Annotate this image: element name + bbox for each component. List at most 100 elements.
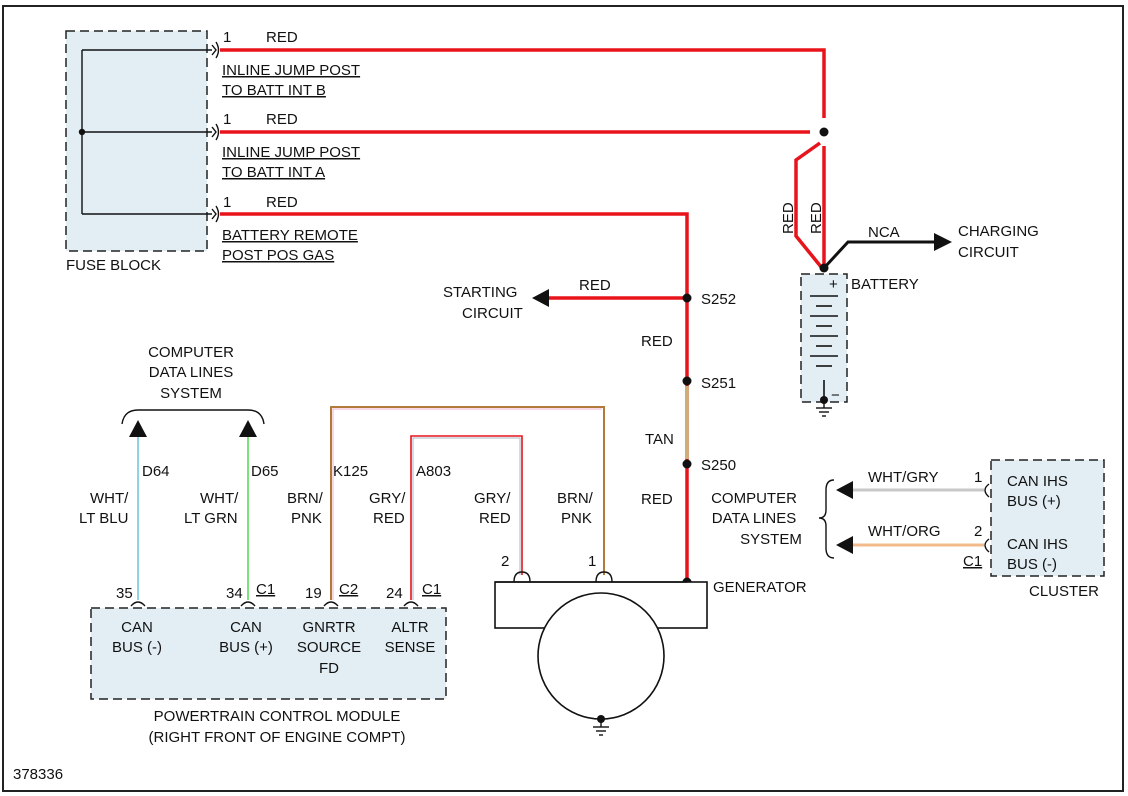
cluster-connector-id: C1: [963, 553, 982, 570]
starting-arrow-icon: [532, 289, 549, 307]
up-arrow-icon: [239, 420, 257, 437]
wire-color-2: PNK: [561, 510, 592, 527]
pcm-pin-label: GNRTR: [302, 619, 355, 636]
pin-number: 1: [223, 111, 231, 128]
wire-color-label: RED: [266, 29, 298, 46]
cluster-pin-number: 2: [974, 523, 982, 540]
pcm-connector-id: C1: [256, 581, 275, 598]
wire-color-2: PNK: [291, 510, 322, 527]
wire-color-label: RED: [641, 491, 673, 508]
starting-line1: STARTING: [443, 284, 517, 301]
up-arrow-icon: [129, 420, 147, 437]
splice-dot: [682, 459, 692, 469]
wire-color-2: LT GRN: [184, 510, 238, 527]
connector-name-line2: POST POS GAS: [222, 247, 334, 264]
charging-wire-label: NCA: [868, 224, 900, 241]
generator: 2 1 GENERATOR: [494, 553, 807, 736]
pin-number: 1: [223, 194, 231, 211]
data-lines-line3: SYSTEM: [740, 531, 802, 548]
fuse-circuit-a: 1 RED INLINE JUMP POST TO BATT INT A: [222, 111, 360, 181]
splice-label-s252: S252: [701, 291, 736, 308]
cluster-pin-label: CAN IHS: [1007, 473, 1068, 490]
data-lines-line1: COMPUTER: [148, 344, 234, 361]
generator-label: GENERATOR: [713, 579, 807, 596]
wire-circuit-k125: K125: [333, 463, 368, 480]
fuse-block: FUSE BLOCK: [65, 30, 220, 274]
diagram-frame: [2, 5, 1124, 792]
battery-wire-color-a: RED: [780, 202, 797, 234]
splices: S252 S251 S250 RED TAN RED: [641, 291, 736, 587]
figure-id: 378336: [13, 766, 63, 783]
generator-pin-number: 1: [588, 553, 596, 570]
splice-dot: [682, 293, 692, 303]
cluster-pin-label: BUS (-): [1007, 556, 1057, 573]
junction-dot: [819, 127, 829, 137]
wire-color-label: RED: [266, 194, 298, 211]
starting-line2: CIRCUIT: [462, 305, 523, 322]
pcm-pin-label: FD: [319, 660, 339, 677]
pcm-box: [90, 607, 447, 700]
splice-label-s251: S251: [701, 375, 736, 392]
fuse-circuit-b: 1 RED INLINE JUMP POST TO BATT INT B: [222, 29, 360, 99]
battery-label: BATTERY: [851, 276, 919, 293]
wire-color-1: GRY/: [474, 490, 511, 507]
wire-color-1: WHT/: [200, 490, 239, 507]
wire-color-2: RED: [479, 510, 511, 527]
pcm-title: POWERTRAIN CONTROL MODULE: [154, 708, 401, 725]
cluster-pin-label: CAN IHS: [1007, 536, 1068, 553]
wire-circuit-d64: D64: [142, 463, 170, 480]
pcm-pin-label: BUS (+): [219, 639, 273, 656]
pcm-pin-label: CAN: [121, 619, 153, 636]
pcm-pin-number: 35: [116, 585, 133, 602]
connector-name-line1: INLINE JUMP POST: [222, 144, 360, 161]
cluster: CAN IHS BUS (+) CAN IHS BUS (-) C1 CLUST…: [963, 459, 1105, 600]
connector-name-line2: TO BATT INT B: [222, 82, 326, 99]
pcm-pin-number: 19: [305, 585, 322, 602]
wire-circuit-a803: A803: [416, 463, 451, 480]
connector-name-line2: TO BATT INT A: [222, 164, 325, 181]
wire-color-1: WHT/: [90, 490, 129, 507]
wire-color-2: LT BLU: [79, 510, 128, 527]
wire-k125: [330, 406, 605, 600]
starting-wire-color: RED: [579, 277, 611, 294]
wire-color-2: RED: [373, 510, 405, 527]
pcm-pin-number: 34: [226, 585, 243, 602]
pcm-pin-label: SOURCE: [297, 639, 361, 656]
pin-number: 1: [223, 29, 231, 46]
fuse-block-box: [65, 30, 208, 252]
pcm-pin-label: ALTR: [391, 619, 428, 636]
battery-minus: −: [831, 387, 840, 404]
cluster-box: [990, 459, 1105, 577]
data-lines-line3: SYSTEM: [160, 385, 222, 402]
left-arrow-icon: [836, 481, 853, 499]
splice-dot: [682, 376, 692, 386]
charging-line1: CHARGING: [958, 223, 1039, 240]
wire-color-label: RED: [641, 333, 673, 350]
wire-color-1: BRN/: [287, 490, 324, 507]
wire-a803: [410, 435, 523, 600]
connector-name-line1: BATTERY REMOTE: [222, 227, 358, 244]
cluster-label: CLUSTER: [1029, 583, 1099, 600]
generator-rotor: [537, 592, 665, 720]
wire-color-1: GRY/: [369, 490, 406, 507]
cluster-wire-label: WHT/ORG: [868, 523, 941, 540]
pcm-location: (RIGHT FRONT OF ENGINE COMPT): [149, 729, 406, 746]
battery: + − BATTERY: [800, 273, 919, 417]
fuse-block-label: FUSE BLOCK: [66, 257, 161, 274]
data-lines-line2: DATA LINES: [149, 364, 233, 381]
cluster-wire-label: WHT/GRY: [868, 469, 939, 486]
data-lines-line2: DATA LINES: [712, 510, 796, 527]
data-lines-right: COMPUTER DATA LINES SYSTEM WHT/GRY WHT/O…: [711, 469, 984, 559]
ground-icon: [593, 721, 609, 736]
generator-pin-number: 2: [501, 553, 509, 570]
splice-label-s250: S250: [701, 457, 736, 474]
pcm-pin-label: CAN: [230, 619, 262, 636]
pcm-connector-id: C1: [422, 581, 441, 598]
battery-plus: +: [829, 276, 838, 293]
fuse-circuit-remote: 1 RED BATTERY REMOTE POST POS GAS: [222, 194, 358, 264]
red-wires: [220, 48, 826, 582]
charging-arrow-icon: [934, 233, 952, 251]
powertrain-control-module: 35 34 C1 19 C2 24 C1 CAN BUS (-) CAN BUS…: [90, 581, 447, 746]
pcm-connector-id: C2: [339, 581, 358, 598]
pcm-pin-label: SENSE: [385, 639, 436, 656]
